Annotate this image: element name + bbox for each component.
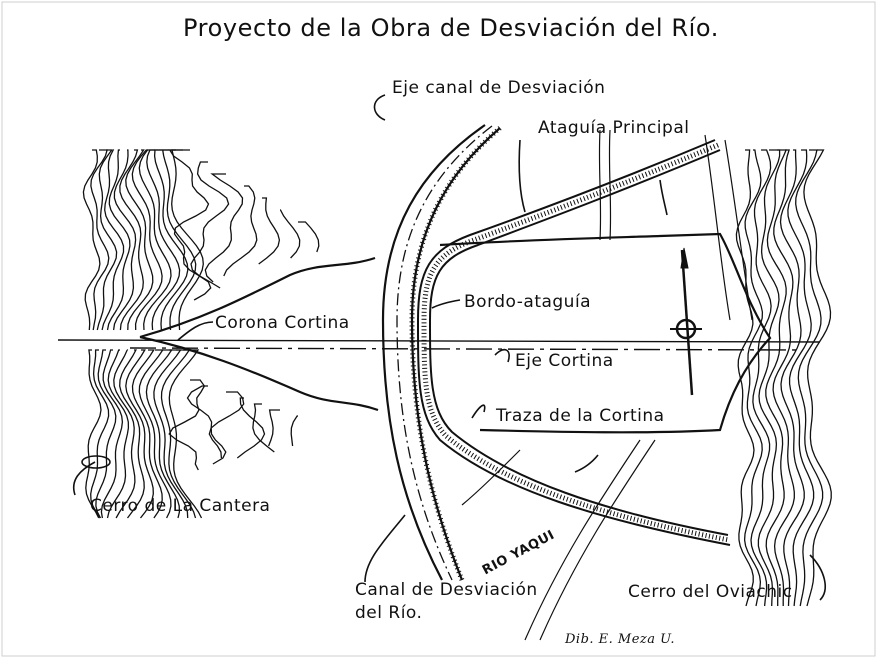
- contour-line: [119, 149, 144, 331]
- signature: Dib. E. Meza U.: [565, 632, 676, 647]
- label-ataguia-principal: Ataguía Principal: [538, 118, 690, 138]
- contour-line: [90, 349, 110, 519]
- contour-line: [138, 149, 172, 331]
- contour-line: [267, 409, 280, 447]
- contour-line: [186, 385, 227, 465]
- river-bank-lines: [461, 129, 753, 641]
- cofferdam: [416, 139, 731, 546]
- contour-line: [735, 149, 755, 607]
- contour-line: [153, 149, 189, 331]
- diversion-channel: [381, 124, 502, 581]
- label-eje-canal: Eje canal de Desviación: [392, 78, 606, 98]
- left-hill-contours: [82, 149, 320, 519]
- contour-line: [125, 149, 154, 331]
- contour-line: [113, 349, 136, 519]
- contour-line: [208, 391, 245, 459]
- contour-line: [765, 149, 788, 606]
- page-title: Proyecto de la Obra de Desviación del Rí…: [183, 14, 719, 42]
- contour-line: [236, 397, 266, 459]
- contour-line: [101, 149, 125, 331]
- contour-line: [795, 149, 824, 607]
- label-canal-desviacion-2: del Río.: [355, 603, 423, 623]
- contour-line: [772, 149, 795, 606]
- contour-line: [290, 415, 298, 447]
- contour-line: [106, 349, 130, 519]
- contour-line: [223, 185, 258, 277]
- contour-line: [779, 149, 805, 607]
- label-cerro-cantera: Cerro de La Cantera: [90, 496, 271, 516]
- contour-line: [279, 209, 301, 259]
- label-eje-cortina: Eje Cortina: [515, 351, 614, 371]
- contour-line: [131, 149, 163, 331]
- contour-line: [138, 349, 172, 519]
- contour-line: [803, 149, 832, 607]
- survey-marker-icon: [670, 247, 702, 396]
- contour-line: [112, 149, 137, 331]
- leader-lines: [73, 94, 826, 601]
- contour-line: [168, 149, 212, 301]
- label-cerro-oviachic: Cerro del Oviachic: [628, 582, 793, 602]
- contour-line: [168, 379, 206, 471]
- contour-line: [146, 149, 181, 331]
- contour-line: [100, 349, 124, 519]
- contour-line: [204, 173, 244, 283]
- contour-line: [168, 349, 203, 519]
- label-traza-cortina: Traza de la Cortina: [496, 406, 665, 426]
- contour-line: [153, 349, 189, 519]
- contour-line: [85, 349, 102, 519]
- contour-line: [161, 149, 197, 331]
- contour-line: [119, 349, 145, 519]
- label-corona-cortina: Corona Cortina: [215, 313, 350, 333]
- contour-line: [90, 149, 110, 331]
- contour-line: [125, 349, 154, 519]
- label-canal-desviacion-1: Canal de Desviación: [355, 580, 538, 600]
- label-bordo-ataguia: Bordo-ataguía: [464, 292, 592, 312]
- contour-line: [96, 149, 118, 331]
- contour-line: [171, 149, 204, 331]
- dam-outline: [139, 232, 772, 434]
- contour-line: [82, 149, 101, 331]
- contour-line: [298, 221, 320, 253]
- contour-line: [145, 349, 181, 519]
- contour-line: [106, 149, 131, 331]
- contour-line: [160, 349, 197, 519]
- contour-line: [750, 149, 772, 607]
- contour-line: [258, 197, 281, 265]
- contour-line: [190, 161, 230, 289]
- contour-line: [95, 349, 117, 519]
- contour-line: [787, 149, 815, 607]
- contour-line: [757, 149, 781, 607]
- contour-line: [743, 149, 764, 607]
- contour-line: [252, 403, 275, 453]
- right-hill-contours: [735, 149, 832, 607]
- contour-line: [131, 349, 163, 519]
